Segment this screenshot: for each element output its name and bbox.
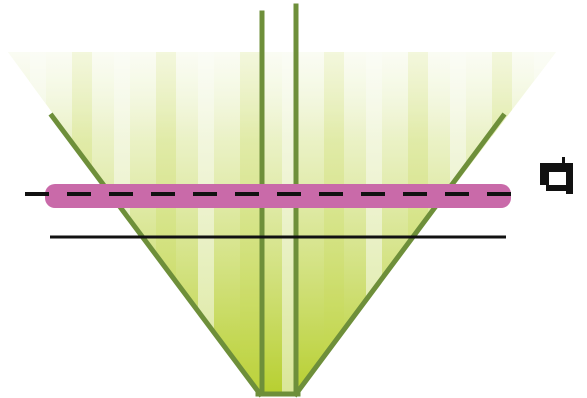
- sewing-machine-icon: [540, 157, 573, 194]
- left-fan-edge: [48, 112, 264, 398]
- fan-stripe: [30, 52, 46, 394]
- right-fan-edge: [292, 112, 507, 398]
- fan-stripe: [534, 52, 550, 394]
